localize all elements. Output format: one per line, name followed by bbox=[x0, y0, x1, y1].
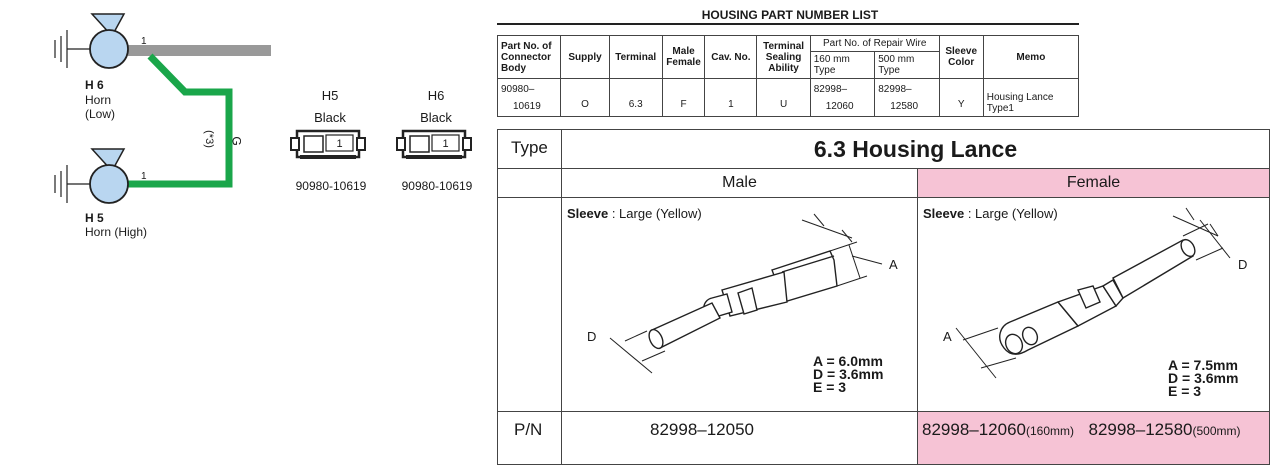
male-spec-d: D = 3.6mm bbox=[813, 366, 884, 382]
female-label-a: A bbox=[943, 329, 952, 344]
male-terminal-cell: Sleeve : Large (Yellow) bbox=[561, 197, 918, 412]
female-spec-e: E = 3 bbox=[1168, 383, 1202, 399]
cell-cav-no: 1 bbox=[704, 78, 758, 117]
hdr-terminal: Terminal bbox=[608, 35, 663, 79]
cell-male-female: F bbox=[661, 78, 706, 117]
connector-h5-part-no: 90980-10619 bbox=[295, 179, 367, 193]
male-pn-cell: 82998–12050 bbox=[561, 411, 918, 465]
horn-h5-symbol bbox=[54, 148, 129, 204]
hdr-male-female: Male Female bbox=[661, 35, 706, 79]
hdr-memo: Memo bbox=[982, 35, 1080, 79]
cell-160mm: 82998–12060 bbox=[809, 78, 876, 117]
hdr-500mm: 500 mm Type bbox=[874, 51, 940, 79]
wire-color-label: G bbox=[229, 136, 244, 146]
housing-list-title: HOUSING PART NUMBER LIST bbox=[701, 8, 879, 22]
h5-pin-label: 1 bbox=[141, 171, 147, 182]
housing-list-rule bbox=[497, 23, 1079, 25]
male-spec-e: E = 3 bbox=[813, 379, 847, 395]
hdr-part-no-body: Part No. of Connector Body bbox=[496, 35, 562, 79]
female-label-d: D bbox=[1238, 257, 1248, 272]
male-terminal-drawing bbox=[609, 213, 883, 374]
male-spec-a: A = 6.0mm bbox=[813, 353, 883, 369]
h5-id: H 5 bbox=[85, 211, 104, 225]
connector-h6-pin: 1 bbox=[442, 138, 449, 150]
green-wire bbox=[128, 53, 233, 188]
male-sleeve-label: Sleeve : Large (Yellow) bbox=[567, 206, 702, 221]
female-terminal-cell: Sleeve : Large (Yellow) bbox=[917, 197, 1270, 412]
empty-cell bbox=[497, 197, 562, 412]
cell-memo: Housing Lance Type1 bbox=[982, 78, 1080, 117]
male-label-a: A bbox=[889, 257, 898, 272]
connector-h6-color: Black bbox=[420, 110, 452, 125]
connector-h5-icon bbox=[290, 129, 366, 159]
table-row: 90980–10619 O 6.3 F 1 U 82998–12060 8299… bbox=[496, 78, 1080, 117]
connector-h6-part-no: 90980-10619 bbox=[401, 179, 473, 193]
female-terminal-drawing bbox=[955, 207, 1231, 379]
female-pn-160: 82998–12060 bbox=[922, 420, 1027, 439]
empty-cell bbox=[497, 168, 562, 198]
cell-body: 90980–10619 bbox=[496, 78, 562, 117]
h6-id: H 6 bbox=[85, 78, 104, 92]
h6-name-line1: Horn bbox=[85, 93, 112, 107]
type-label: Type bbox=[497, 129, 562, 169]
female-pn-500: 82998–12580 bbox=[1088, 420, 1193, 439]
hdr-sealing: Terminal Sealing Ability bbox=[756, 35, 811, 79]
male-pn: 82998–12050 bbox=[650, 420, 755, 439]
cell-terminal: 6.3 bbox=[608, 78, 663, 117]
housing-part-number-table: Part No. of Connector Body Supply Termin… bbox=[496, 35, 1080, 117]
connector-h5-pin: 1 bbox=[336, 138, 343, 150]
h6-name-line2: (Low) bbox=[85, 107, 116, 121]
female-pn-500-note: (500mm) bbox=[1192, 424, 1241, 438]
terminal-table: Type 6.3 Housing Lance Male Female Sleev… bbox=[497, 129, 1270, 465]
hdr-repair-wire: Part No. of Repair Wire bbox=[809, 35, 940, 52]
connector-h5-color: Black bbox=[314, 110, 346, 125]
male-header: Male bbox=[561, 168, 918, 198]
female-header: Female bbox=[917, 168, 1270, 198]
cell-sealing: U bbox=[756, 78, 811, 117]
hdr-supply: Supply bbox=[560, 35, 610, 79]
gray-wire bbox=[128, 45, 271, 56]
cell-sleeve-color: Y bbox=[938, 78, 984, 117]
female-spec-a: A = 7.5mm bbox=[1168, 357, 1238, 373]
female-pn-cell: 82998–12060(160mm) 82998–12580(500mm) bbox=[917, 411, 1270, 465]
female-pn-160-note: (160mm) bbox=[1026, 424, 1075, 438]
hdr-cav-no: Cav. No. bbox=[704, 35, 758, 79]
horn-h6-symbol bbox=[54, 13, 129, 69]
pn-label: P/N bbox=[497, 411, 562, 465]
connector-h6-id: H6 bbox=[427, 88, 445, 103]
cell-500mm: 82998–12580 bbox=[874, 78, 940, 117]
wiring-diagram bbox=[54, 13, 271, 204]
h6-pin-label: 1 bbox=[141, 36, 147, 47]
wire-note-label: (*3) bbox=[202, 130, 215, 148]
male-label-d: D bbox=[587, 329, 597, 344]
type-title: 6.3 Housing Lance bbox=[561, 129, 1270, 169]
connector-h6-icon bbox=[396, 129, 472, 159]
hdr-sleeve-color: Sleeve Color bbox=[938, 35, 984, 79]
cell-supply: O bbox=[560, 78, 610, 117]
female-sleeve-label: Sleeve : Large (Yellow) bbox=[923, 206, 1058, 221]
female-spec-d: D = 3.6mm bbox=[1168, 370, 1239, 386]
connector-h5-id: H5 bbox=[321, 88, 339, 103]
hdr-160mm: 160 mm Type bbox=[809, 51, 876, 79]
h5-name: Horn (High) bbox=[85, 225, 148, 239]
